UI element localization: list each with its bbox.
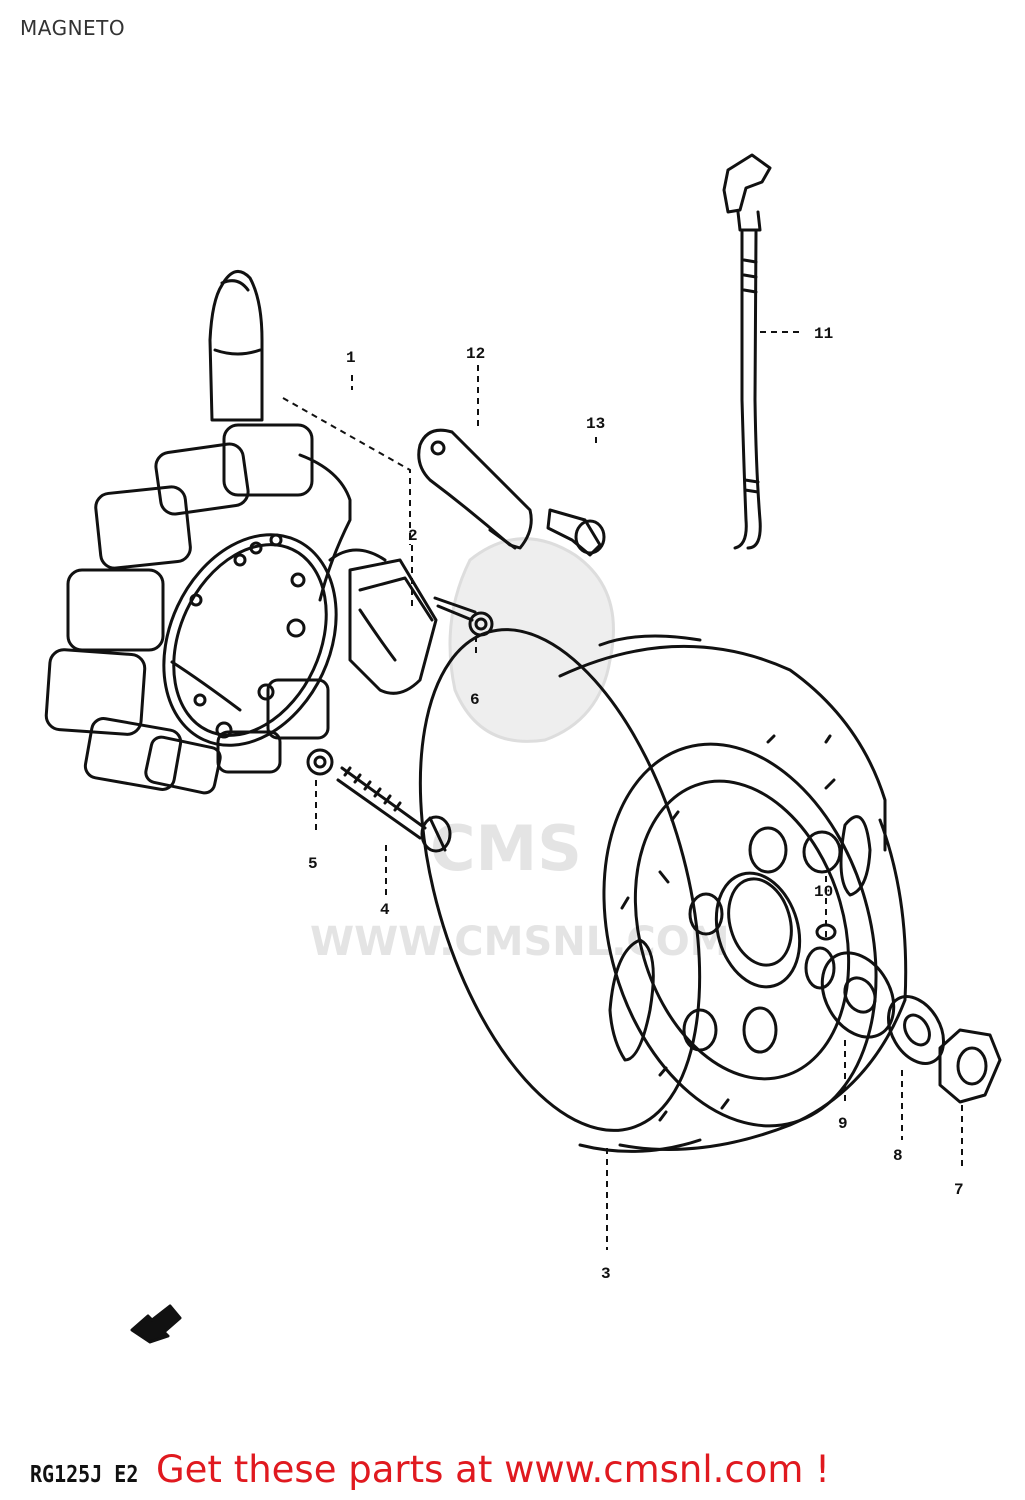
model-code: RG125J E2 [30, 1460, 139, 1488]
callout-12: 12 [466, 345, 485, 363]
screw-4-part [336, 766, 452, 853]
pulser-coil-part [328, 548, 438, 695]
washer-5-part [306, 748, 334, 776]
callout-labels: 1 2 3 4 5 6 7 8 9 10 11 12 13 [308, 325, 964, 1283]
callout-1: 1 [346, 349, 356, 367]
callout-10: 10 [814, 883, 833, 901]
flywheel-rotor-part [418, 628, 908, 1153]
cmsnl-link-banner[interactable]: Get these parts at www.cmsnl.com ! [156, 1448, 831, 1491]
callout-13: 13 [586, 415, 605, 433]
callout-3: 3 [601, 1265, 611, 1283]
stator-part [44, 269, 352, 795]
magneto-exploded-diagram: CMS WWW.CMSNL.COM [44, 153, 1002, 1344]
washer-9-part [820, 951, 896, 1039]
callout-5: 5 [308, 855, 318, 873]
clamp-part [417, 428, 533, 550]
callout-8: 8 [893, 1147, 903, 1165]
lead-wire-part [722, 153, 772, 550]
nut-7-part [938, 1028, 1002, 1104]
page-title: MAGNETO [20, 16, 126, 40]
callout-7: 7 [954, 1181, 964, 1199]
watermark-brand: CMS [430, 812, 582, 885]
callout-4: 4 [380, 901, 390, 919]
screw-13-part [546, 508, 606, 557]
callout-2: 2 [408, 527, 418, 545]
callout-11: 11 [814, 325, 833, 343]
callout-9: 9 [838, 1115, 848, 1133]
callout-6: 6 [470, 691, 480, 709]
watermark-url: WWW.CMSNL.COM [310, 919, 730, 965]
front-arrow-icon [130, 1304, 182, 1344]
lock-washer-8-part [887, 995, 945, 1065]
cms-watermark: CMS WWW.CMSNL.COM [310, 537, 730, 965]
